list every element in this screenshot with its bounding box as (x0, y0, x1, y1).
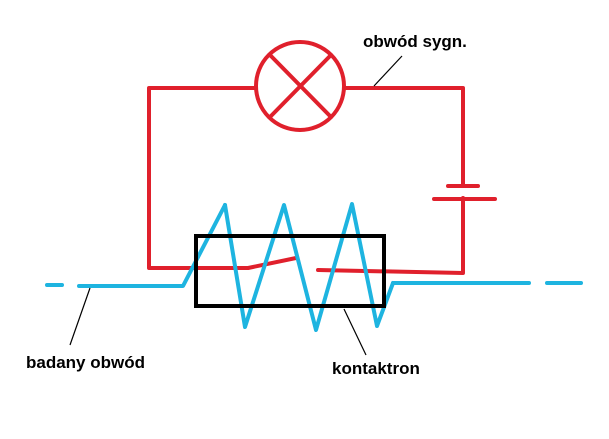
label-reed-switch: kontaktron (332, 359, 420, 378)
label-tested-circuit: badany obwód (26, 353, 145, 372)
signal-circuit (147, 40, 497, 275)
leader-tested-circuit (69, 287, 91, 346)
tested-wire-left (77, 203, 227, 288)
signal-wire-right (343, 86, 465, 188)
battery-icon (432, 184, 497, 201)
reed-contact-icon (246, 256, 298, 270)
reed-switch-housing (194, 234, 386, 308)
leader-reed-switch (343, 308, 367, 356)
coil-icon (223, 202, 395, 332)
tested-circuit (45, 202, 583, 332)
leader-signal-circuit (373, 55, 403, 87)
label-signal-circuit: obwód sygn. (363, 32, 467, 51)
signal-wire-left (147, 86, 257, 270)
lamp-icon (254, 40, 346, 132)
